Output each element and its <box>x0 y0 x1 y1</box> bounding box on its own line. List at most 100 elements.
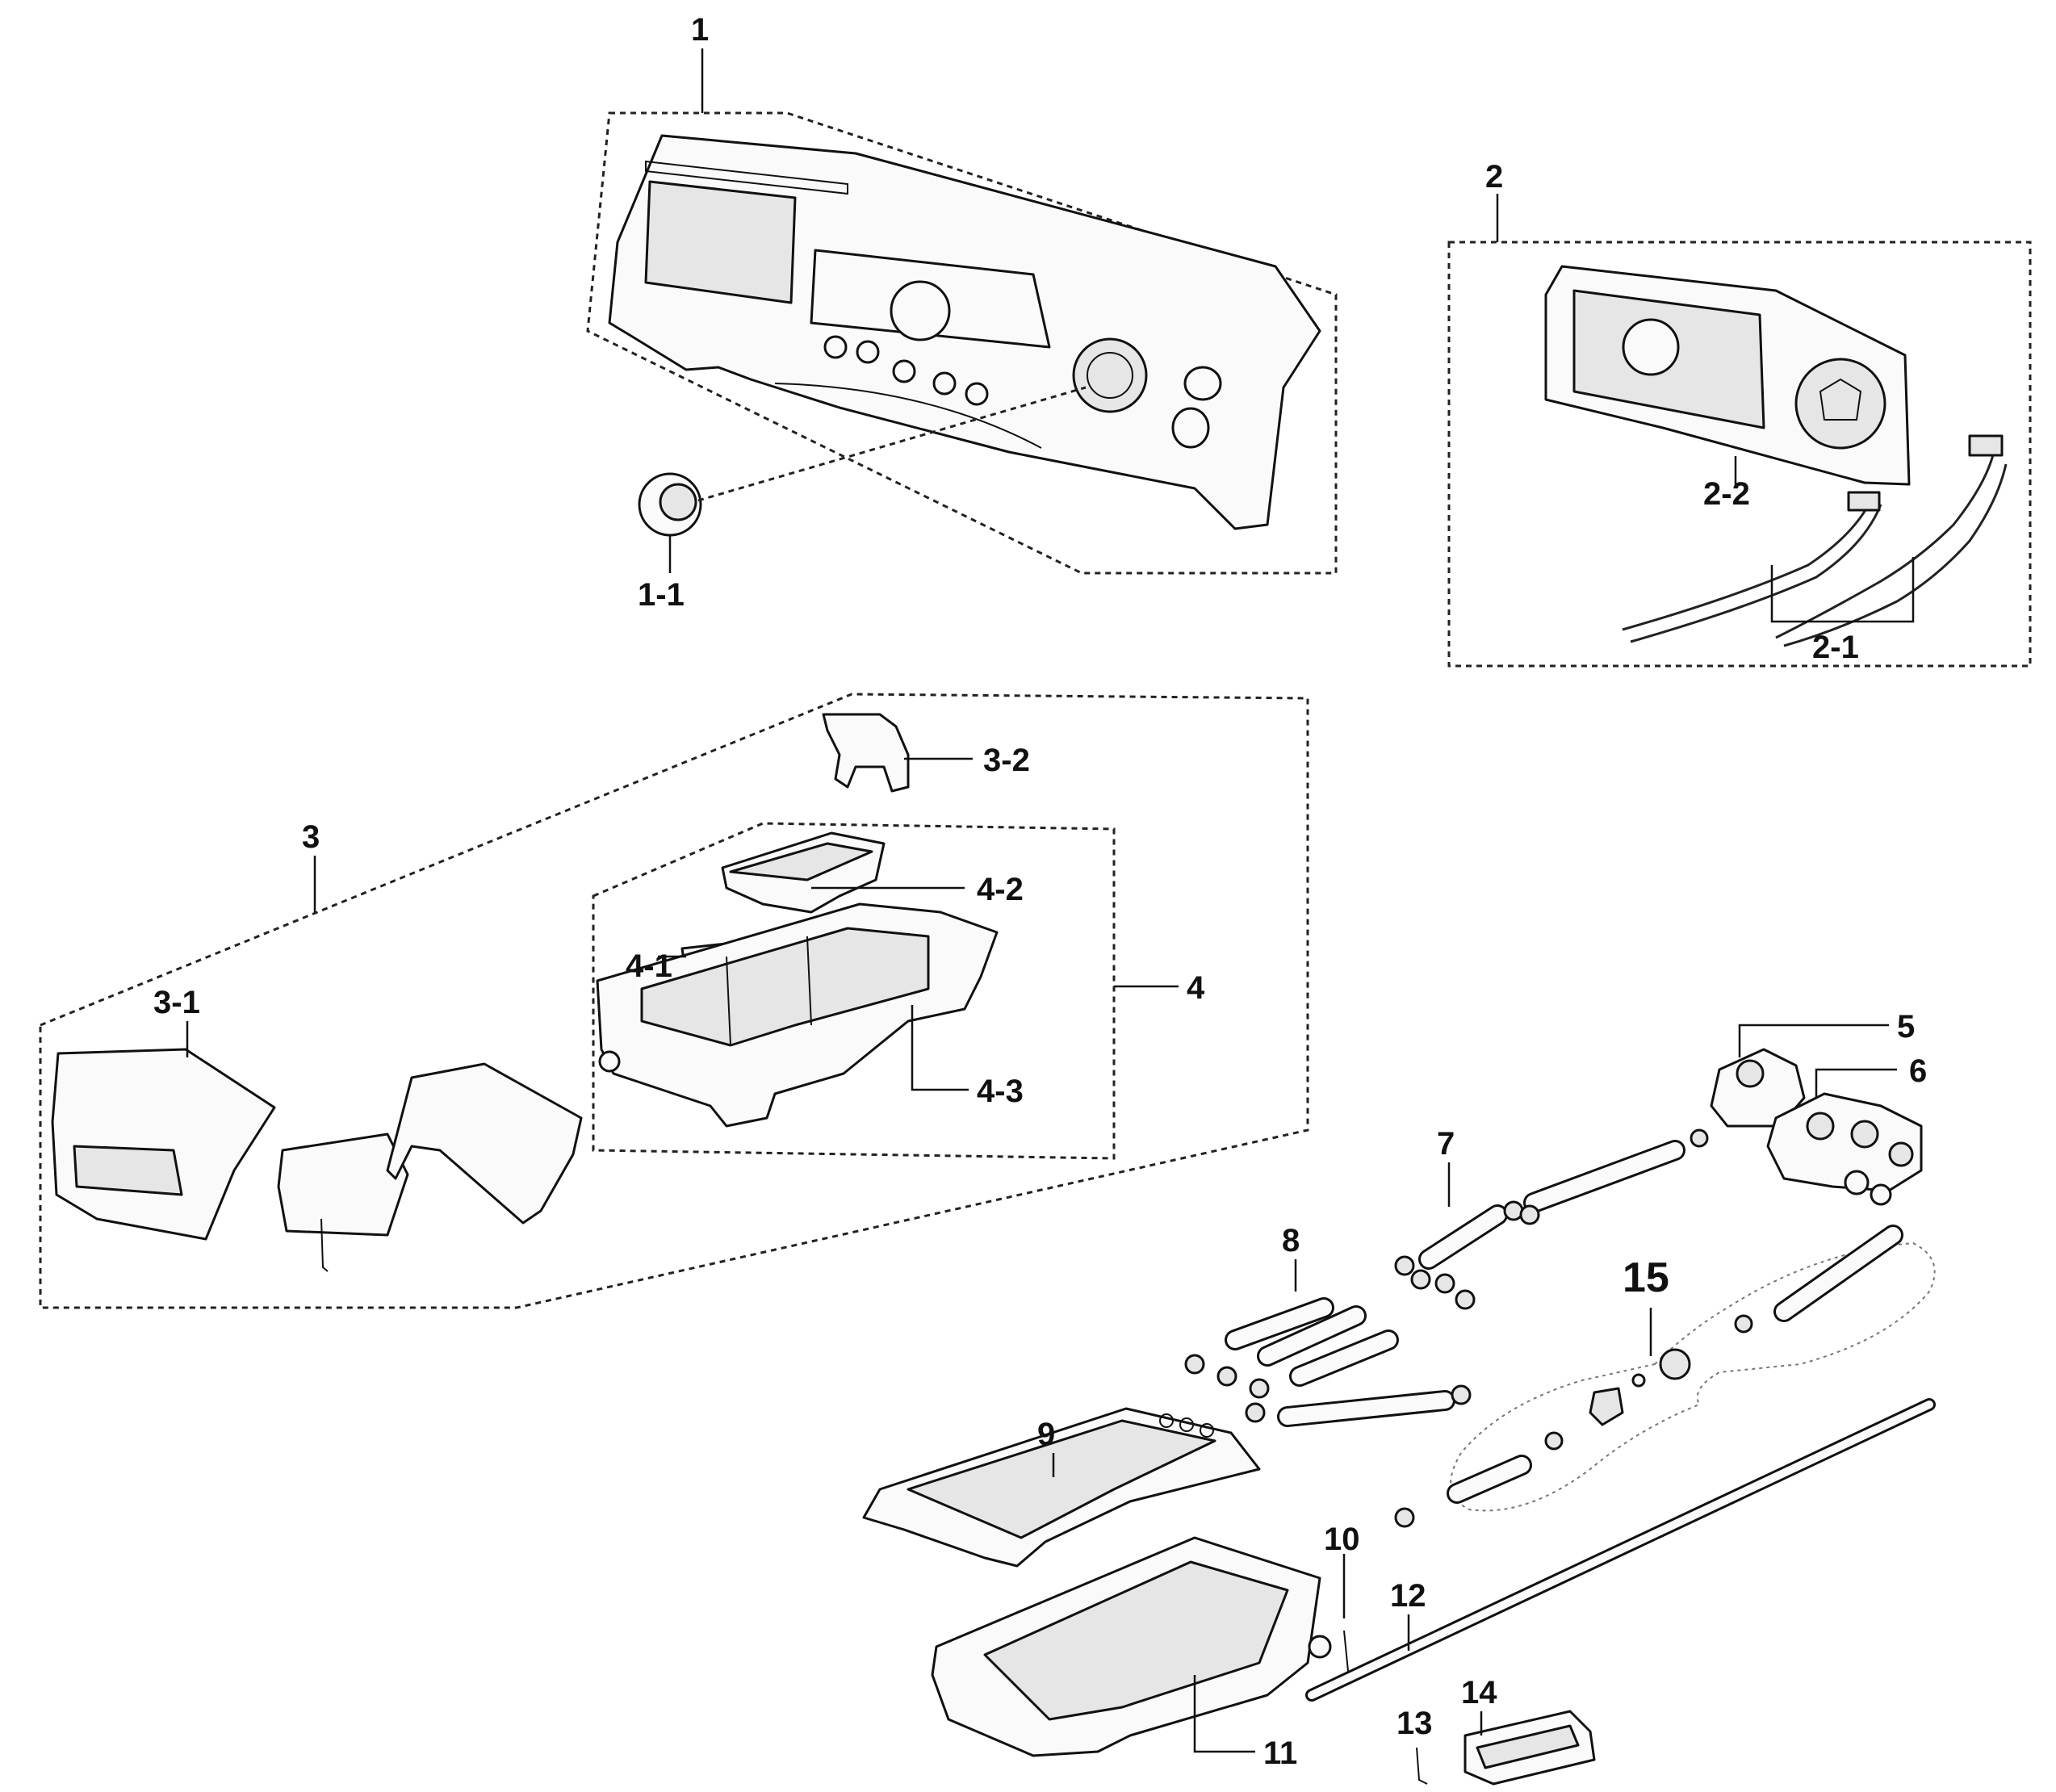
callout-8: 8 <box>1282 1223 1300 1258</box>
valve-single-coil <box>1736 1059 1765 1088</box>
panel-button-1 <box>823 335 848 359</box>
panel-button-4 <box>932 371 957 396</box>
callout-15: 15 <box>1623 1254 1669 1301</box>
rod-12-fill <box>1308 1401 1933 1699</box>
cover-post-2 <box>1179 1417 1194 1432</box>
housing-cover-top <box>907 1419 1216 1539</box>
harness-wire-b <box>1783 463 2008 647</box>
clamp-8-c <box>1249 1378 1270 1399</box>
callout-12: 12 <box>1390 1578 1426 1614</box>
clamp-7-mid-a <box>1503 1200 1524 1221</box>
drawer-body <box>386 1062 583 1225</box>
clamp-8-e <box>1451 1384 1472 1405</box>
callout-11: 11 <box>1263 1735 1297 1771</box>
clamp-7-end-d <box>1455 1289 1476 1310</box>
callout-5: 5 <box>1897 1009 1915 1045</box>
screw-13 <box>1416 1747 1428 1785</box>
valve-multi-coil-3 <box>1888 1141 1914 1167</box>
harness-wire-d <box>1630 504 1882 643</box>
group-2-dashed-outline <box>1447 241 2032 668</box>
drawer-middle-cover <box>277 1133 409 1237</box>
callout-1-1: 1-1 <box>638 577 685 613</box>
panel-knob-seat <box>1072 337 1148 413</box>
kit-15-hose-upper-fill <box>1776 1227 1901 1320</box>
panel-drawer-opening <box>644 180 797 304</box>
hoses-and-clamps: 7 8 <box>1184 1126 1709 1427</box>
clamp-8-a <box>1184 1354 1205 1375</box>
control-panel-assembly: 1 1-1 <box>586 12 1338 613</box>
hose-8-c-fill <box>1292 1332 1396 1384</box>
valve-multi-coil-1 <box>1806 1112 1835 1141</box>
panel-button-5 <box>965 382 989 406</box>
softener-tray-inner <box>729 842 873 881</box>
hose-8-a-fill <box>1227 1300 1332 1348</box>
hose-8-b-fill <box>1259 1308 1364 1364</box>
callout-7: 7 <box>1437 1126 1455 1162</box>
callout-3: 3 <box>302 819 320 855</box>
block-14-top <box>1476 1724 1580 1769</box>
kit-15-adapter <box>1589 1387 1624 1426</box>
leader-5 <box>1738 1024 1889 1057</box>
drawer-handle-recess <box>73 1145 183 1196</box>
harness-connector-mid <box>1847 491 1881 512</box>
kit-15-dotted-outline <box>1450 1241 1936 1512</box>
valve-multi-outlet <box>1844 1170 1870 1195</box>
pcb-selector-encoder <box>1794 358 1886 450</box>
callout-14: 14 <box>1461 1675 1497 1710</box>
housing-nozzle <box>598 1050 621 1073</box>
callout-2: 2 <box>1485 159 1503 195</box>
clamp-8-b <box>1216 1366 1237 1387</box>
group-3-dashed-outline <box>39 693 1309 1309</box>
callout-4-3: 4-3 <box>977 1074 1024 1109</box>
callout-3-2: 3-2 <box>983 743 1030 778</box>
callout-10: 10 <box>1324 1522 1360 1557</box>
drawer-cap-part <box>822 713 910 793</box>
kit-15-seal <box>1631 1373 1646 1388</box>
clamp-7-end-b <box>1410 1269 1431 1290</box>
pcb-assembly: 2 2-2 2-1 <box>1447 159 2032 668</box>
dispenser-housing-inner <box>983 1560 1289 1721</box>
clamp-valve <box>1690 1128 1709 1148</box>
kit-15-clamp-b <box>1544 1431 1564 1451</box>
panel-button-3 <box>892 359 916 383</box>
panel-display-circle <box>890 280 951 341</box>
kit-15-hose-lower-fill <box>1449 1457 1530 1501</box>
clamp-7-end-c <box>1434 1273 1455 1294</box>
knob-dashed-guide <box>697 386 1087 502</box>
group-1-dashed-outline <box>586 111 1338 575</box>
hose-clamps <box>1184 1128 1709 1423</box>
callout-4: 4 <box>1187 970 1205 1006</box>
small-parts: 10 12 13 14 <box>1305 1398 1936 1786</box>
callout-2-2: 2-2 <box>1703 476 1750 512</box>
panel-button-2 <box>856 340 880 364</box>
housing-divider-2 <box>806 936 812 1026</box>
pcb-encoder-detail <box>1819 378 1862 421</box>
group-4-dashed-outline <box>592 822 1116 1160</box>
drawer-assembly: 3 3-2 3-1 4-2 4-1 4 4-3 <box>39 693 1309 1309</box>
callout-3-1: 3-1 <box>153 985 200 1020</box>
callout-4-2: 4-2 <box>977 872 1024 907</box>
callout-1: 1 <box>691 12 709 48</box>
hose-7-upper-fill <box>1526 1142 1683 1211</box>
hose-kit-15: 15 <box>1394 1225 1936 1528</box>
selector-knob-face <box>659 483 697 521</box>
leader-4-3 <box>911 1005 969 1091</box>
pcb-display-circle <box>1622 318 1680 376</box>
leader-11 <box>1193 1675 1255 1753</box>
callout-9: 9 <box>1037 1417 1055 1452</box>
hose-7-lower-fill <box>1421 1207 1505 1267</box>
harness-wire-c <box>1622 496 1874 631</box>
leader-2-1 <box>1770 557 1915 623</box>
panel-right-button-upper <box>1183 366 1222 401</box>
dispenser-housing: 9 11 <box>862 1407 1332 1771</box>
drawer-housing-cavity <box>640 927 930 1047</box>
panel-top-rim <box>645 160 848 195</box>
panel-knob-seat-ring <box>1087 352 1133 399</box>
kit-15-clamp-a <box>1734 1314 1753 1334</box>
drawer-front-panel <box>51 1048 276 1241</box>
callout-13: 13 <box>1396 1706 1433 1741</box>
callout-4-1: 4-1 <box>626 948 672 984</box>
panel-lower-edge <box>774 383 1042 449</box>
cover-post-1 <box>1159 1413 1174 1428</box>
valve-multi-outlet-2 <box>1870 1183 1892 1206</box>
